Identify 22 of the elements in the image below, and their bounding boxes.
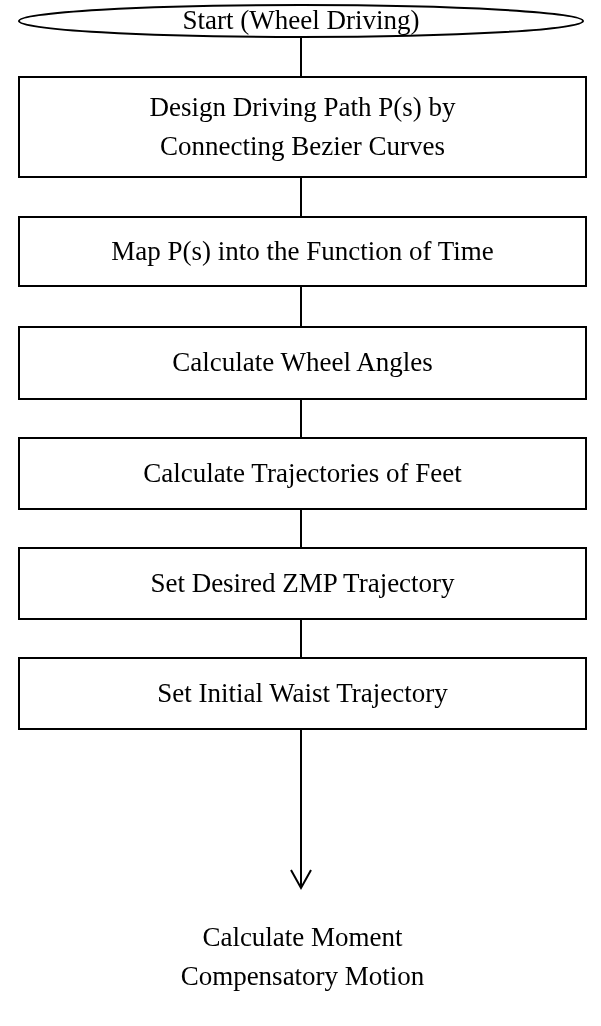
- process-box: [18, 216, 587, 287]
- step-label: Design Driving Path P(s) by Connecting Bezier Curves: [148, 90, 457, 163]
- start-terminal: [18, 4, 584, 38]
- connector-line: [300, 399, 302, 438]
- connector-line: [300, 509, 302, 548]
- process-box: [18, 657, 587, 730]
- step-label: Calculate Wheel Angles: [172, 346, 433, 380]
- step-label: Calculate Trajectories of Feet: [143, 456, 462, 490]
- connector-line: [300, 619, 302, 658]
- step-label: Set Initial Waist Trajectory: [157, 676, 448, 710]
- connector-line: [300, 177, 302, 217]
- step-label: Start (Wheel Driving): [182, 4, 420, 38]
- connector-line: [300, 37, 302, 77]
- arrow: [290, 729, 312, 889]
- process-box: [18, 76, 587, 178]
- process-box: [18, 437, 587, 510]
- process-box: [18, 547, 587, 620]
- process-box: [18, 326, 587, 400]
- connector-line: [300, 286, 302, 327]
- step-label: Set Desired ZMP Trajectory: [150, 566, 455, 600]
- step-label: Map P(s) into the Function of Time: [111, 234, 494, 268]
- step-label: Calculate Moment Compensatory Motion: [179, 921, 426, 994]
